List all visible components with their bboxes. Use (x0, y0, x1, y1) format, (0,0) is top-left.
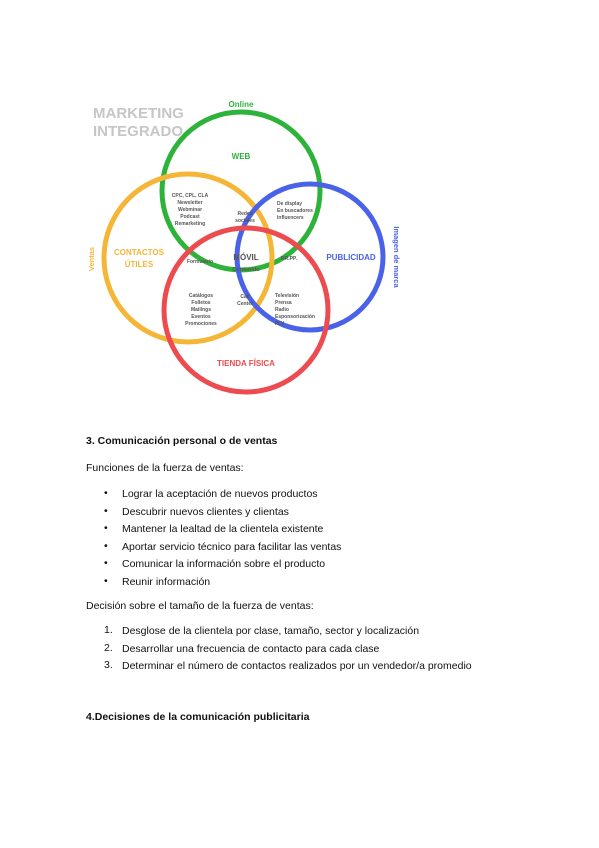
ventas-label: Ventas (87, 247, 96, 271)
publicidad-circle (234, 181, 386, 333)
diagram-item: Podcast (180, 214, 200, 220)
diagram-item: Catálogos (189, 293, 213, 299)
redes-label-line2: sociales (235, 218, 255, 224)
web-circle (159, 109, 323, 273)
diagram-item: Radio (275, 307, 289, 313)
integrated-marketing-venn-diagram: MARKETING INTEGRADO Online WEB Ventas CO… (87, 100, 401, 395)
funcion-item: Descubrir nuevos clientes y clientas (122, 505, 289, 518)
diagram-item: Prensa (275, 300, 292, 306)
imagen-marca-label: Imagen de marca (392, 226, 401, 288)
funcion-item: Reunir información (122, 576, 211, 588)
rrpp-label: RR.PP. (281, 256, 298, 262)
online-label: Online (229, 100, 254, 109)
funciones-label: Funciones de la fuerza de ventas: (86, 462, 244, 474)
funcion-item: Lograr la aceptación de nuevos productos (122, 488, 318, 500)
diagram-item: En buscadores (277, 208, 313, 214)
diagram-item: PLV (275, 321, 285, 327)
decision-item: Desglose de la clientela por clase, tama… (122, 625, 420, 637)
redes-label-line1: Redes (237, 211, 252, 217)
decision-item: Desarrollar una frecuencia de contacto p… (122, 642, 380, 655)
bullet-marker: • (104, 487, 108, 499)
list-number: 1. (104, 624, 113, 636)
decision-label: Decisión sobre el tamaño de la fuerza de… (86, 600, 314, 612)
funcion-item: Aportar servicio técnico para facilitar … (122, 540, 342, 553)
list-number: 3. (104, 659, 113, 672)
diagram-item: De display (277, 201, 302, 207)
call-center-line1: Call (240, 294, 250, 300)
diagram-item: Newsletter (177, 200, 202, 206)
movil-label: MÓVIL (233, 253, 258, 262)
call-center-line2: Center (237, 301, 253, 307)
diagram-item: Eventos (191, 314, 211, 320)
diagram-item: Mailings (191, 307, 211, 313)
diagram-item: CPC, CPL, CLA (172, 193, 209, 199)
diagram-item: Televisión (275, 293, 299, 299)
tienda-label: TIENDA FÍSICA (217, 359, 275, 368)
contactos-label-line1: CONTACTOS (114, 248, 165, 257)
diagram-title-line2: INTEGRADO (93, 123, 183, 140)
bullet-marker: • (104, 557, 108, 570)
contactos-circle (101, 171, 275, 345)
diagram-item: Influencers (277, 215, 304, 221)
contactos-label-line2: ÚTILES (125, 260, 154, 269)
web-contactos-items: CPC, CPL, CLANewsletterWebminarPodcastRe… (172, 193, 209, 227)
tienda-circle (161, 225, 331, 395)
diagram-item: Folletos (191, 300, 210, 306)
section4-heading: 4.Decisiones de la comunicación publicit… (86, 711, 310, 723)
funcion-item: Mantener la lealtad de la clientela exis… (122, 523, 324, 536)
contenido-label: Contenido (232, 267, 260, 273)
web-label: WEB (232, 152, 251, 161)
funcion-item: Comunicar la información sobre el produc… (122, 558, 326, 571)
diagram-title-line1: MARKETING (93, 105, 184, 122)
formulario-label: Formulario (187, 259, 213, 265)
bullet-marker: • (104, 504, 108, 517)
bullet-marker: • (104, 575, 108, 587)
diagram-item: Remarketing (175, 221, 205, 227)
contactos-tienda-items: CatálogosFolletosMailingsEventosPromocio… (185, 293, 217, 327)
diagram-item: Webminar (178, 207, 202, 213)
decision-item: Determinar el número de contactos realiz… (122, 660, 472, 673)
diagram-item: Esponsorización (275, 314, 315, 320)
bullet-marker: • (104, 522, 108, 535)
diagram-item: Promociones (185, 321, 217, 327)
list-number: 2. (104, 641, 113, 654)
bullet-marker: • (104, 539, 108, 552)
publicidad-label: PUBLICIDAD (326, 253, 376, 262)
section3-heading: 3. Comunicación personal o de ventas (86, 435, 278, 447)
